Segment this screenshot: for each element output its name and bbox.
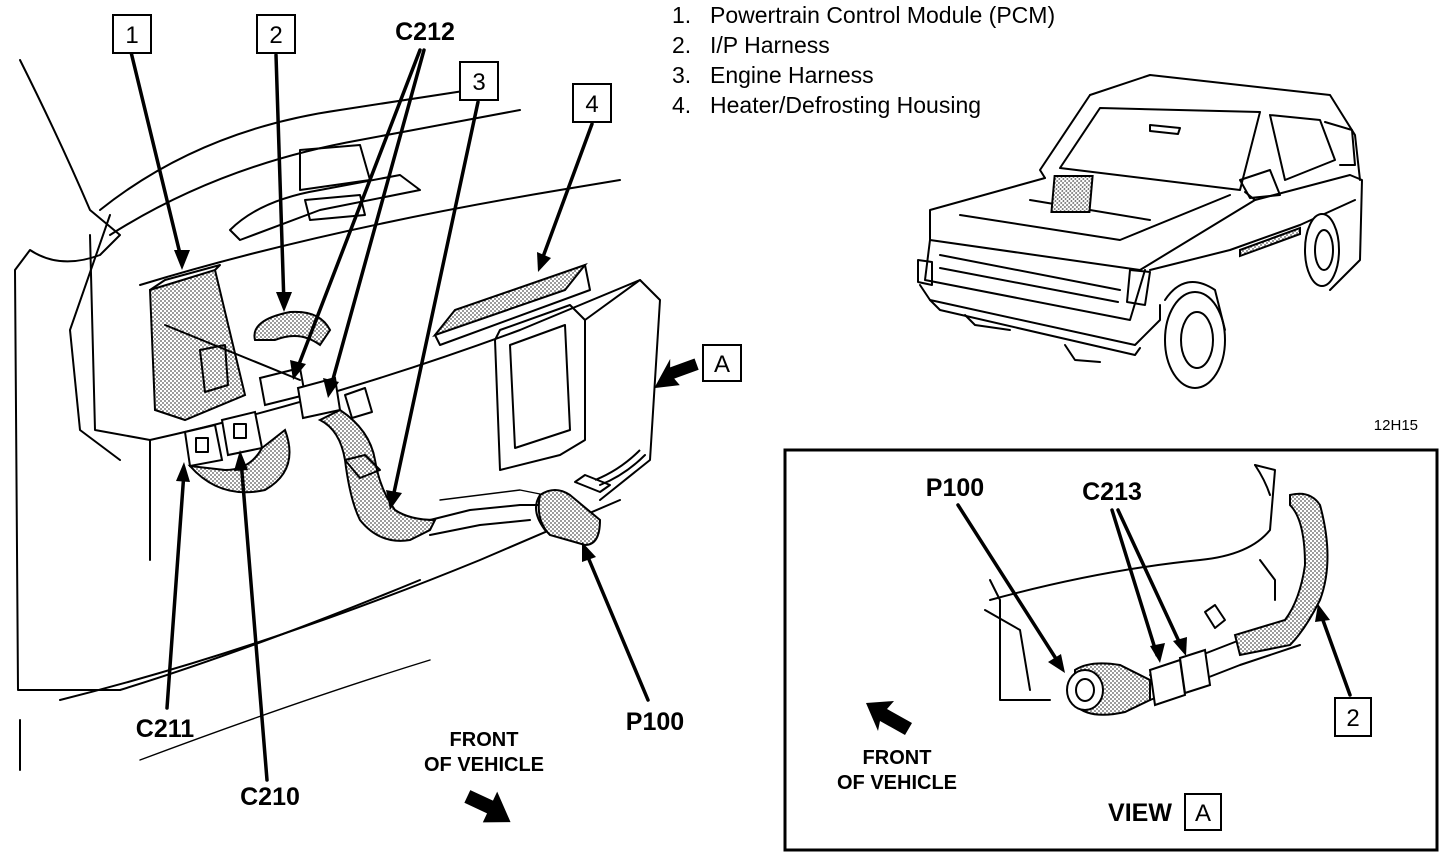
callout-box-1: 1 <box>112 14 152 54</box>
legend-text-3: Engine Harness <box>710 62 874 88</box>
front-inset-line2: OF VEHICLE <box>837 772 957 794</box>
c212-label: C212 <box>395 18 455 46</box>
front-main-line2: OF VEHICLE <box>424 754 544 776</box>
legend: 1. Powertrain Control Module (PCM) 2. I/… <box>672 2 1055 118</box>
legend-text-4: Heater/Defrosting Housing <box>710 92 981 118</box>
p100-main-label: P100 <box>626 708 684 736</box>
callout-1-label: 1 <box>125 22 138 49</box>
legend-num-4: 4. <box>672 92 691 118</box>
callout-arrows <box>129 48 699 823</box>
c213-label: C213 <box>1082 478 1142 506</box>
p100-inset-label: P100 <box>926 474 984 502</box>
c211-label: C211 <box>136 715 194 743</box>
callout-box-4: 4 <box>572 83 612 123</box>
front-inset-arrow-icon <box>866 701 912 735</box>
callout-box-2: 2 <box>256 14 296 54</box>
legend-text-1: Powertrain Control Module (PCM) <box>710 2 1055 28</box>
callout-3-label: 3 <box>472 69 485 96</box>
front-main-line1: FRONT <box>450 729 519 751</box>
vehicle-illustration <box>917 74 1363 389</box>
callout-box-view-a: A <box>702 344 742 382</box>
legend-num-3: 3. <box>672 62 691 88</box>
main-illustration <box>14 59 661 771</box>
legend-num-2: 2. <box>672 32 691 58</box>
view-a-caption: VIEW A <box>1108 793 1222 831</box>
c210-label: C210 <box>240 783 300 811</box>
view-a-arrow-icon <box>654 358 699 389</box>
front-inset-line1: FRONT <box>863 747 932 769</box>
inset-view-a <box>783 448 1439 852</box>
figure-id: 12H15 <box>1374 417 1418 434</box>
view-a-letter: A <box>714 351 730 378</box>
legend-text-2: I/P Harness <box>710 32 830 58</box>
inset-callout-box-2: 2 <box>1334 697 1372 737</box>
front-arrow-icon <box>464 790 511 823</box>
inset-callout-2-label: 2 <box>1346 705 1359 732</box>
view-letter: A <box>1195 800 1211 827</box>
callout-2-label: 2 <box>269 22 282 49</box>
legend-num-1: 1. <box>672 2 691 28</box>
view-label: VIEW <box>1108 799 1172 827</box>
callout-box-3: 3 <box>459 61 499 101</box>
callout-4-label: 4 <box>585 91 598 118</box>
